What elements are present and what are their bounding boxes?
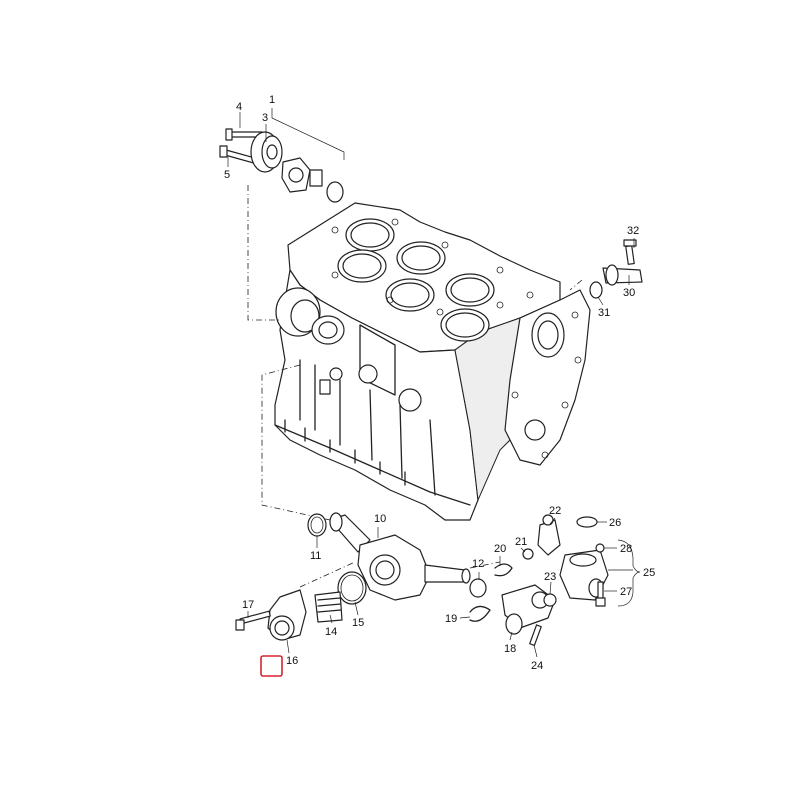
label-17: 17 bbox=[242, 599, 254, 611]
engine-block bbox=[274, 202, 591, 521]
label-4: 4 bbox=[236, 101, 242, 113]
label-24: 24 bbox=[531, 660, 543, 672]
highlight-box bbox=[260, 655, 283, 677]
label-20: 20 bbox=[494, 543, 506, 555]
label-19: 19 bbox=[445, 613, 457, 625]
label-1: 1 bbox=[269, 94, 275, 106]
label-18: 18 bbox=[504, 643, 516, 655]
label-26: 26 bbox=[609, 517, 621, 529]
label-5: 5 bbox=[224, 169, 230, 181]
label-23: 23 bbox=[544, 571, 556, 583]
label-11: 11 bbox=[310, 550, 321, 562]
label-12: 12 bbox=[472, 558, 484, 570]
label-25: 25 bbox=[643, 567, 655, 579]
label-15: 15 bbox=[352, 617, 364, 629]
label-21: 21 bbox=[515, 536, 527, 548]
thermostat-housing-group bbox=[235, 512, 501, 641]
leader-lines bbox=[227, 108, 641, 658]
part-labels: 1 4 3 5 32 30 31 10 11 12 14 15 16 17 18… bbox=[224, 94, 655, 672]
label-30: 30 bbox=[623, 287, 635, 299]
label-28: 28 bbox=[620, 543, 632, 555]
label-22: 22 bbox=[549, 505, 561, 517]
label-10: 10 bbox=[374, 513, 386, 525]
coolant-flange-group bbox=[469, 514, 609, 647]
label-27: 27 bbox=[620, 586, 632, 598]
tensioner-assembly bbox=[219, 128, 344, 321]
label-14: 14 bbox=[325, 626, 337, 638]
label-32: 32 bbox=[627, 225, 639, 237]
connector-30-group bbox=[569, 239, 643, 299]
label-16: 16 bbox=[286, 655, 298, 667]
label-31: 31 bbox=[598, 307, 610, 319]
label-3: 3 bbox=[262, 112, 268, 124]
